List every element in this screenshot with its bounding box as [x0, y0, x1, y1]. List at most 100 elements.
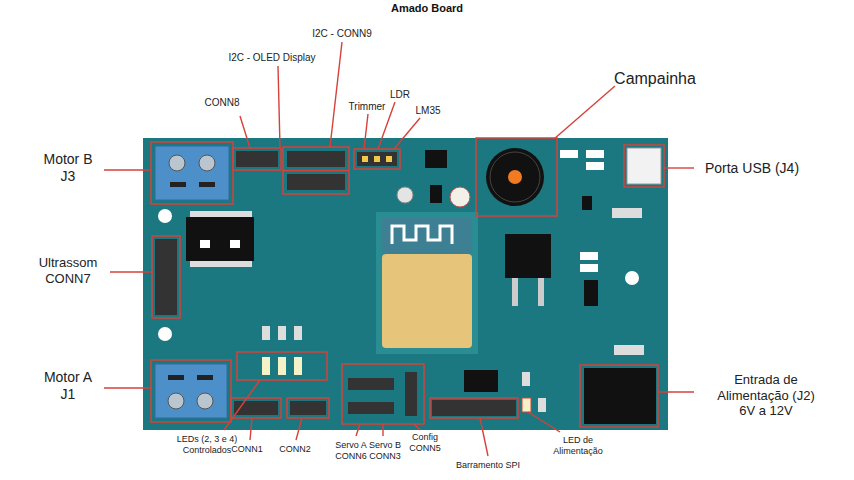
module-frame — [376, 212, 478, 354]
leader-line — [364, 114, 368, 149]
callout-label: LM35 — [408, 105, 448, 117]
leader-line — [278, 66, 280, 147]
highlight-box — [580, 365, 658, 427]
callout-label: CONN8 — [192, 97, 252, 109]
leader-line — [394, 118, 420, 149]
regulator-leg — [538, 278, 544, 306]
terminal-block — [155, 146, 229, 200]
smd-part — [582, 196, 592, 210]
leader-line — [330, 42, 342, 147]
resistor — [538, 398, 546, 412]
callout-label: Trimmer — [342, 101, 392, 113]
led — [294, 357, 302, 375]
buzzer — [476, 138, 557, 216]
smd-part — [200, 240, 210, 248]
highlight-box — [152, 236, 180, 318]
mount-hole — [158, 209, 172, 223]
smd-part — [430, 185, 442, 203]
pin-header — [348, 378, 394, 390]
smd-part — [580, 252, 598, 260]
callout-label: I2C - OLED Display — [212, 52, 332, 64]
smd-part — [586, 162, 604, 170]
resistor — [278, 326, 286, 340]
highlight-box — [237, 352, 327, 380]
regulator-leg — [512, 278, 518, 306]
smd-part — [586, 150, 604, 158]
highlight-box — [342, 364, 424, 424]
pin-header — [236, 151, 278, 167]
ic-chip — [425, 150, 447, 168]
pin-header — [357, 152, 397, 166]
callout-label: Servo A CONN6 — [332, 440, 370, 462]
callout-label: Entrada de Alimentação (J2) 6V a 12V — [708, 372, 824, 419]
leader-line — [356, 424, 360, 436]
pin-header — [287, 174, 345, 190]
buzzer-body — [486, 148, 544, 206]
smd-part — [612, 208, 642, 218]
terminal-block — [155, 364, 227, 418]
leader-line — [104, 169, 151, 170]
terminal-slot — [168, 375, 184, 380]
ldr — [450, 187, 470, 207]
terminal-slot — [197, 375, 213, 380]
regulator — [505, 234, 644, 355]
smd-part — [230, 240, 240, 248]
pin — [386, 156, 392, 162]
led — [278, 357, 286, 375]
leader-line — [104, 387, 151, 388]
leader-line — [554, 86, 615, 139]
callout-label: Motor A J1 — [35, 369, 101, 403]
callout-label: LDR — [380, 89, 420, 101]
pin-header — [405, 372, 417, 416]
leader-lines — [104, 42, 694, 456]
buzzer-ring — [490, 152, 540, 202]
smd-part — [580, 264, 598, 272]
driver-ic — [186, 217, 254, 261]
mount-hole — [158, 327, 172, 341]
highlight-box — [283, 147, 349, 194]
ic-pins — [190, 211, 252, 217]
highlight-box — [624, 145, 664, 187]
headers-bottom — [231, 364, 546, 424]
pcb-board — [143, 138, 668, 430]
callout-label: Motor B J3 — [35, 151, 101, 185]
highlight-box — [476, 138, 557, 216]
resistor — [294, 326, 302, 340]
module-shield — [382, 254, 472, 348]
callout-label: Barramento SPI — [443, 460, 533, 471]
callout-label: LED de Alimentação — [550, 435, 606, 457]
highlight-box — [233, 148, 281, 170]
leader-line — [480, 418, 488, 456]
smd-part — [560, 150, 578, 158]
highlight-box — [287, 398, 329, 418]
trimmer — [397, 187, 413, 203]
power-led — [522, 398, 531, 412]
ic-pins — [190, 261, 252, 267]
diagram-title: Amado Board — [327, 2, 527, 14]
esp-module — [376, 212, 478, 354]
ultrassom-header — [152, 236, 180, 318]
screw — [199, 155, 215, 171]
pcb — [143, 138, 668, 430]
callout-label: CONN2 — [275, 444, 315, 455]
diode — [584, 280, 598, 306]
callout-label: Config CONN5 — [406, 432, 444, 454]
highlight-box — [151, 360, 231, 422]
highlight-box — [231, 398, 281, 418]
jack-body — [584, 368, 656, 424]
leader-line — [296, 418, 302, 440]
pin-header — [432, 400, 516, 416]
regulator-body — [505, 234, 551, 278]
smd-part — [614, 345, 644, 355]
leader-line — [110, 271, 152, 272]
highlight-box — [354, 149, 400, 169]
power-jack — [580, 365, 658, 427]
highlight-divider — [283, 170, 349, 172]
terminal-slot — [199, 182, 215, 187]
callout-label: Servo B CONN3 — [366, 440, 404, 462]
pin-header — [348, 402, 394, 414]
highlight-box — [430, 398, 518, 418]
usb-port — [560, 145, 664, 218]
